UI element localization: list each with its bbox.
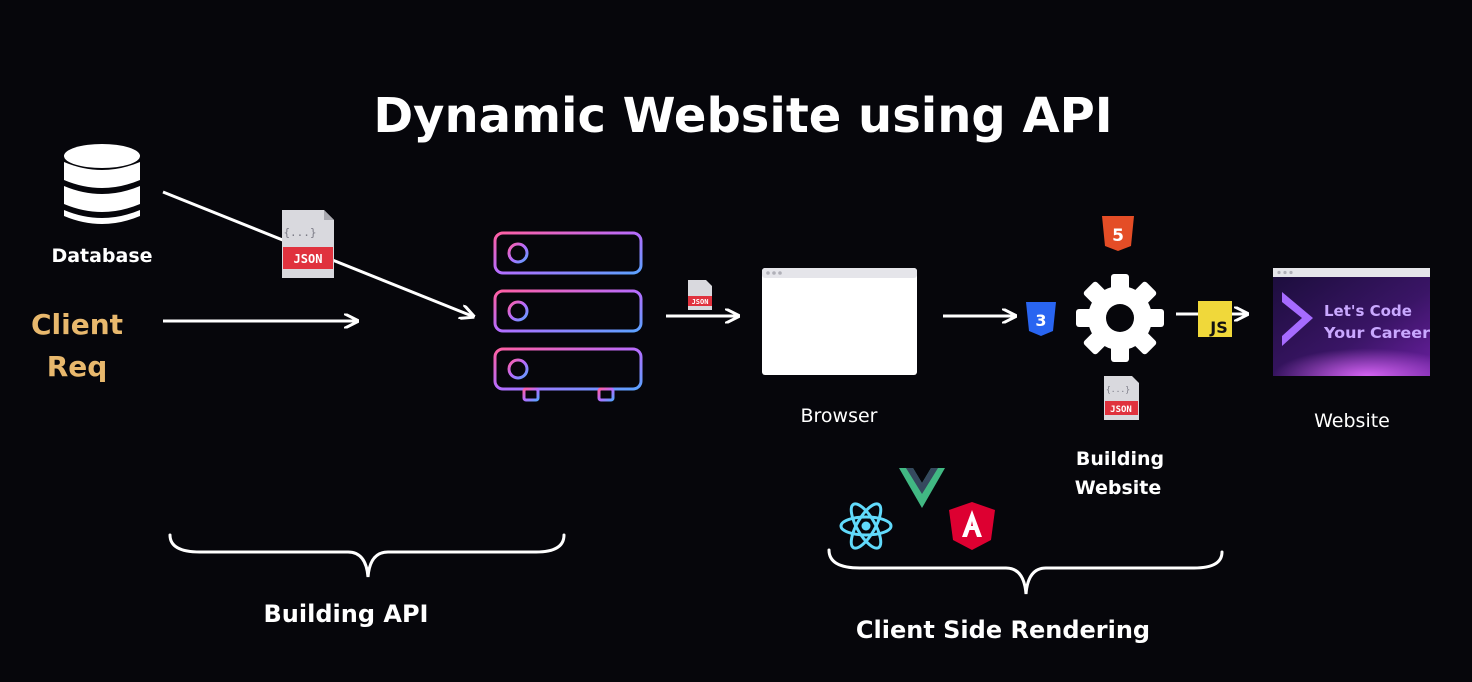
client-req-label-line1: Client bbox=[31, 308, 123, 341]
browser-label: Browser bbox=[801, 405, 878, 427]
json-small-icon: JSON bbox=[688, 280, 712, 310]
html5-label: 5 bbox=[1112, 226, 1124, 246]
building-api-label: Building API bbox=[264, 600, 429, 628]
client-side-rendering-label: Client Side Rendering bbox=[856, 616, 1150, 644]
json-gear-icon: {...} JSON bbox=[1104, 376, 1139, 420]
react-icon bbox=[839, 502, 893, 550]
building-website-label-line1: Building bbox=[1076, 448, 1164, 470]
json-file-icon: {...} JSON bbox=[282, 210, 334, 278]
website-logo-icon bbox=[1282, 292, 1313, 346]
vue-icon bbox=[899, 468, 945, 508]
website-preview: Let's Code Your Career bbox=[1273, 268, 1431, 376]
building-website-label-line2: Website bbox=[1075, 477, 1162, 499]
css3-icon: 3 bbox=[1026, 302, 1056, 336]
client-side-rendering-brace bbox=[827, 548, 1224, 595]
website-preview-line1: Let's Code bbox=[1324, 302, 1412, 320]
database-label: Database bbox=[51, 245, 152, 267]
server-icon bbox=[493, 231, 643, 402]
json-gear-placeholder: {...} bbox=[1106, 385, 1130, 394]
building-api-brace bbox=[168, 533, 566, 578]
css3-label: 3 bbox=[1035, 311, 1046, 330]
json-file-placeholder: {...} bbox=[283, 226, 316, 239]
gear-icon bbox=[1076, 274, 1164, 362]
js-label: JS bbox=[1209, 318, 1227, 337]
json-file-label: JSON bbox=[294, 252, 323, 266]
browser-window-icon bbox=[762, 268, 917, 375]
website-label: Website bbox=[1314, 410, 1390, 432]
page-title: Dynamic Website using API bbox=[373, 88, 1112, 144]
website-preview-line2: Your Career bbox=[1323, 324, 1431, 342]
html5-icon: 5 bbox=[1102, 216, 1134, 251]
angular-icon bbox=[949, 502, 995, 550]
json-small-label: JSON bbox=[692, 298, 709, 306]
database-icon bbox=[64, 144, 140, 224]
client-req-label-line2: Req bbox=[47, 350, 108, 383]
js-icon: JS bbox=[1198, 301, 1232, 337]
json-gear-label: JSON bbox=[1110, 405, 1132, 415]
